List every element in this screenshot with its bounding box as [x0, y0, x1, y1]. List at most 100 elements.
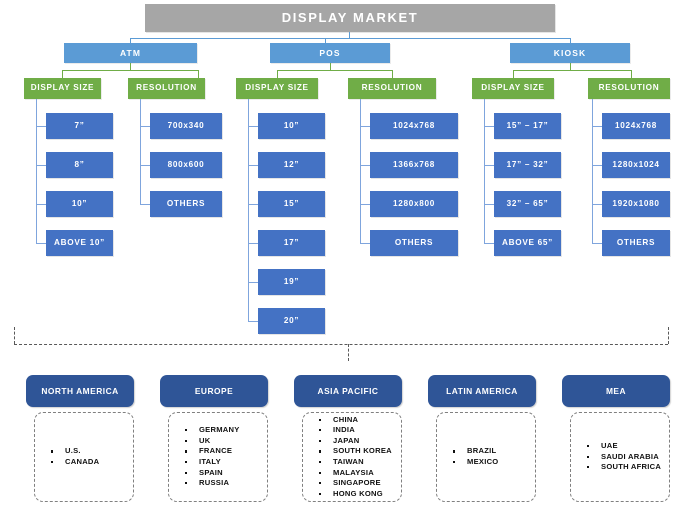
- connector-pos-bus: [277, 70, 392, 71]
- connector-pos-down: [330, 63, 331, 70]
- leaf-node: 8”: [46, 152, 113, 178]
- country-list: CHINA INDIA JAPAN SOUTH KOREA TAIWAN MAL…: [303, 415, 401, 500]
- category-atm-resolution: RESOLUTION: [128, 78, 205, 99]
- leaf-node: 1280x1024: [602, 152, 670, 178]
- connector-kiosk-ds-3: [484, 204, 494, 205]
- connector-atm-res-2: [140, 165, 150, 166]
- connector-kiosk-res-3: [592, 204, 602, 205]
- leaf-node: 1280x800: [370, 191, 458, 217]
- leaf-node: OTHERS: [370, 230, 458, 256]
- region-header-mea[interactable]: MEA: [562, 375, 670, 407]
- country-list: UAE SAUDI ARABIA SOUTH AFRICA: [571, 441, 669, 473]
- connector-kiosk-bus: [513, 70, 631, 71]
- connector-kiosk-down: [570, 63, 571, 70]
- category-atm-display-size: DISPLAY SIZE: [24, 78, 101, 99]
- connector-pos-ds-4: [248, 243, 258, 244]
- connector-pos-display-size: [277, 70, 278, 78]
- connector-atm-resolution: [198, 70, 199, 78]
- list-item: CHINA: [317, 415, 401, 426]
- list-item: MEXICO: [451, 457, 535, 468]
- connector-atm-res-3: [140, 204, 150, 205]
- connector-kiosk-ds-2: [484, 165, 494, 166]
- leaf-node: 10”: [258, 113, 325, 139]
- leaf-node: OTHERS: [602, 230, 670, 256]
- connector-pos-resolution: [392, 70, 393, 78]
- leaf-node: 1920x1080: [602, 191, 670, 217]
- list-item: SAUDI ARABIA: [585, 452, 669, 463]
- leaf-node: 15” – 17”: [494, 113, 561, 139]
- list-item: GERMANY: [183, 425, 267, 436]
- leaf-node: OTHERS: [150, 191, 222, 217]
- connector-atm-bus: [62, 70, 198, 71]
- connector-pos-ds-1: [248, 126, 258, 127]
- list-item: INDIA: [317, 425, 401, 436]
- region-country-list-latin-america: BRAZIL MEXICO: [436, 412, 536, 502]
- connector-kiosk-res-2: [592, 165, 602, 166]
- connector-pos-res-spine: [360, 99, 361, 244]
- list-item: SOUTH KOREA: [317, 446, 401, 457]
- list-item: MALAYSIA: [317, 468, 401, 479]
- region-header-asia-pacific[interactable]: ASIA PACIFIC: [294, 375, 402, 407]
- connector-pos-ds-6: [248, 321, 258, 322]
- leaf-node: 15”: [258, 191, 325, 217]
- dashed-bracket-right-tick: [668, 327, 669, 344]
- list-item: UAE: [585, 441, 669, 452]
- connector-atm-display-size: [62, 70, 63, 78]
- connector-kiosk-res-4: [592, 243, 602, 244]
- segment-node-kiosk: KIOSK: [510, 43, 630, 63]
- region-country-list-asia-pacific: CHINA INDIA JAPAN SOUTH KOREA TAIWAN MAL…: [302, 412, 402, 502]
- leaf-node: 800x600: [150, 152, 222, 178]
- country-list: GERMANY UK FRANCE ITALY SPAIN RUSSIA: [169, 425, 267, 489]
- connector-atm-ds-2: [36, 165, 46, 166]
- category-kiosk-resolution: RESOLUTION: [588, 78, 670, 99]
- list-item: FRANCE: [183, 446, 267, 457]
- connector-kiosk-ds-1: [484, 126, 494, 127]
- list-item: SPAIN: [183, 468, 267, 479]
- connector-level1-pos: [325, 38, 326, 44]
- region-country-list-europe: GERMANY UK FRANCE ITALY SPAIN RUSSIA: [168, 412, 268, 502]
- connector-kiosk-res-1: [592, 126, 602, 127]
- list-item: JAPAN: [317, 436, 401, 447]
- list-item: ITALY: [183, 457, 267, 468]
- list-item: SINGAPORE: [317, 478, 401, 489]
- connector-level1-atm: [130, 38, 131, 44]
- connector-pos-res-1: [360, 126, 370, 127]
- leaf-node: 17” – 32”: [494, 152, 561, 178]
- connector-pos-res-3: [360, 204, 370, 205]
- leaf-node: ABOVE 10”: [46, 230, 113, 256]
- list-item: TAIWAN: [317, 457, 401, 468]
- leaf-node: 1024x768: [602, 113, 670, 139]
- connector-atm-ds-4: [36, 243, 46, 244]
- list-item: HONG KONG: [317, 489, 401, 500]
- connector-kiosk-ds-spine: [484, 99, 485, 244]
- segment-node-atm: ATM: [64, 43, 197, 63]
- region-country-list-north-america: U.S. CANADA: [34, 412, 134, 502]
- segment-node-pos: POS: [270, 43, 390, 63]
- region-header-europe[interactable]: EUROPE: [160, 375, 268, 407]
- dashed-bracket-span: [14, 344, 668, 345]
- list-item: UK: [183, 436, 267, 447]
- connector-pos-ds-3: [248, 204, 258, 205]
- root-node-display-market: DISPLAY MARKET: [145, 4, 555, 32]
- connector-pos-res-2: [360, 165, 370, 166]
- leaf-node: ABOVE 65”: [494, 230, 561, 256]
- connector-pos-ds-2: [248, 165, 258, 166]
- leaf-node: 7”: [46, 113, 113, 139]
- connector-atm-down: [130, 63, 131, 70]
- connector-pos-res-4: [360, 243, 370, 244]
- connector-atm-ds-3: [36, 204, 46, 205]
- connector-level1-bus: [130, 38, 570, 39]
- connector-pos-ds-5: [248, 282, 258, 283]
- leaf-node: 19”: [258, 269, 325, 295]
- connector-root-down: [349, 32, 350, 39]
- region-header-north-america[interactable]: NORTH AMERICA: [26, 375, 134, 407]
- leaf-node: 32” – 65”: [494, 191, 561, 217]
- dashed-bracket-center-stub: [348, 344, 349, 361]
- leaf-node: 700x340: [150, 113, 222, 139]
- country-list: U.S. CANADA: [35, 446, 133, 467]
- dashed-bracket-left-tick: [14, 327, 15, 344]
- leaf-node: 1366x768: [370, 152, 458, 178]
- region-header-latin-america[interactable]: LATIN AMERICA: [428, 375, 536, 407]
- category-pos-resolution: RESOLUTION: [348, 78, 436, 99]
